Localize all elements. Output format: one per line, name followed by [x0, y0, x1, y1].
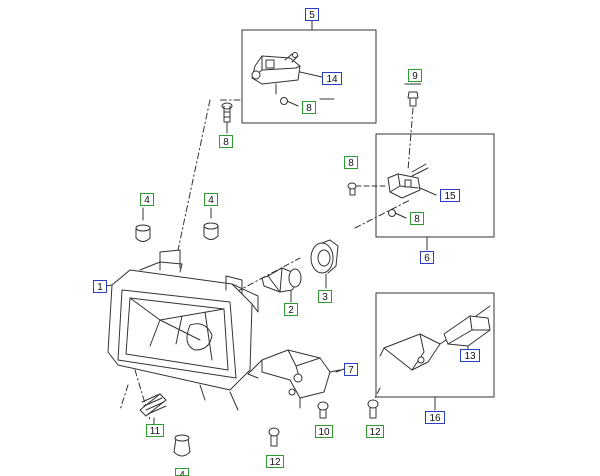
screw-8-box5: [280, 97, 299, 107]
bulb-2: [261, 267, 302, 303]
bracket-assembly-14: [251, 52, 323, 95]
callout-4-left: 4: [140, 193, 154, 206]
adjuster-bracket-16: [379, 333, 447, 371]
socket-cover-3: [310, 239, 339, 289]
callout-8-left: 8: [219, 135, 233, 148]
spring-11: [139, 393, 167, 425]
bracket-assembly-15: [387, 163, 437, 199]
level-motor-13: [443, 305, 491, 353]
detail-box-5: [241, 19, 377, 124]
callout-12-left: 12: [266, 455, 284, 468]
bolt-9: [404, 83, 422, 107]
callout-11: 11: [146, 424, 164, 437]
callout-15: 15: [440, 189, 460, 202]
screw-8-left: [221, 102, 233, 134]
screw-8-box6-lower: [388, 209, 407, 219]
detail-box-16: [375, 292, 495, 411]
callout-8-box5: 8: [302, 101, 316, 114]
nut-12-right: [367, 399, 379, 419]
callout-5: 5: [305, 8, 319, 21]
headlamp-unit-1: [99, 249, 259, 411]
callout-10: 10: [315, 425, 333, 438]
callout-8-box6-lower: 8: [410, 212, 424, 225]
callout-14: 14: [322, 72, 342, 85]
nut-10: [317, 401, 329, 419]
callout-16: 16: [425, 411, 445, 424]
callout-12-right: 12: [366, 425, 384, 438]
callout-4-right: 4: [204, 193, 218, 206]
callout-2: 2: [284, 303, 298, 316]
callout-9: 9: [408, 69, 422, 82]
callout-6: 6: [420, 251, 434, 264]
rubber-cap-4-left: [135, 207, 151, 242]
rubber-cap-4-bottom: [173, 434, 191, 457]
dashed-leader-9: [407, 107, 414, 171]
callout-8-box6-upper: 8: [344, 156, 358, 169]
callout-1: 1: [93, 280, 107, 293]
bracket-7: [247, 349, 341, 409]
dashed-leader-5: [177, 99, 211, 251]
callout-3: 3: [318, 290, 332, 303]
callout-13: 13: [460, 349, 480, 362]
nut-12-left: [268, 427, 280, 447]
screw-8-box6-upper: [347, 182, 387, 196]
rubber-cap-4-right: [203, 207, 219, 240]
callout-7: 7: [344, 363, 358, 376]
